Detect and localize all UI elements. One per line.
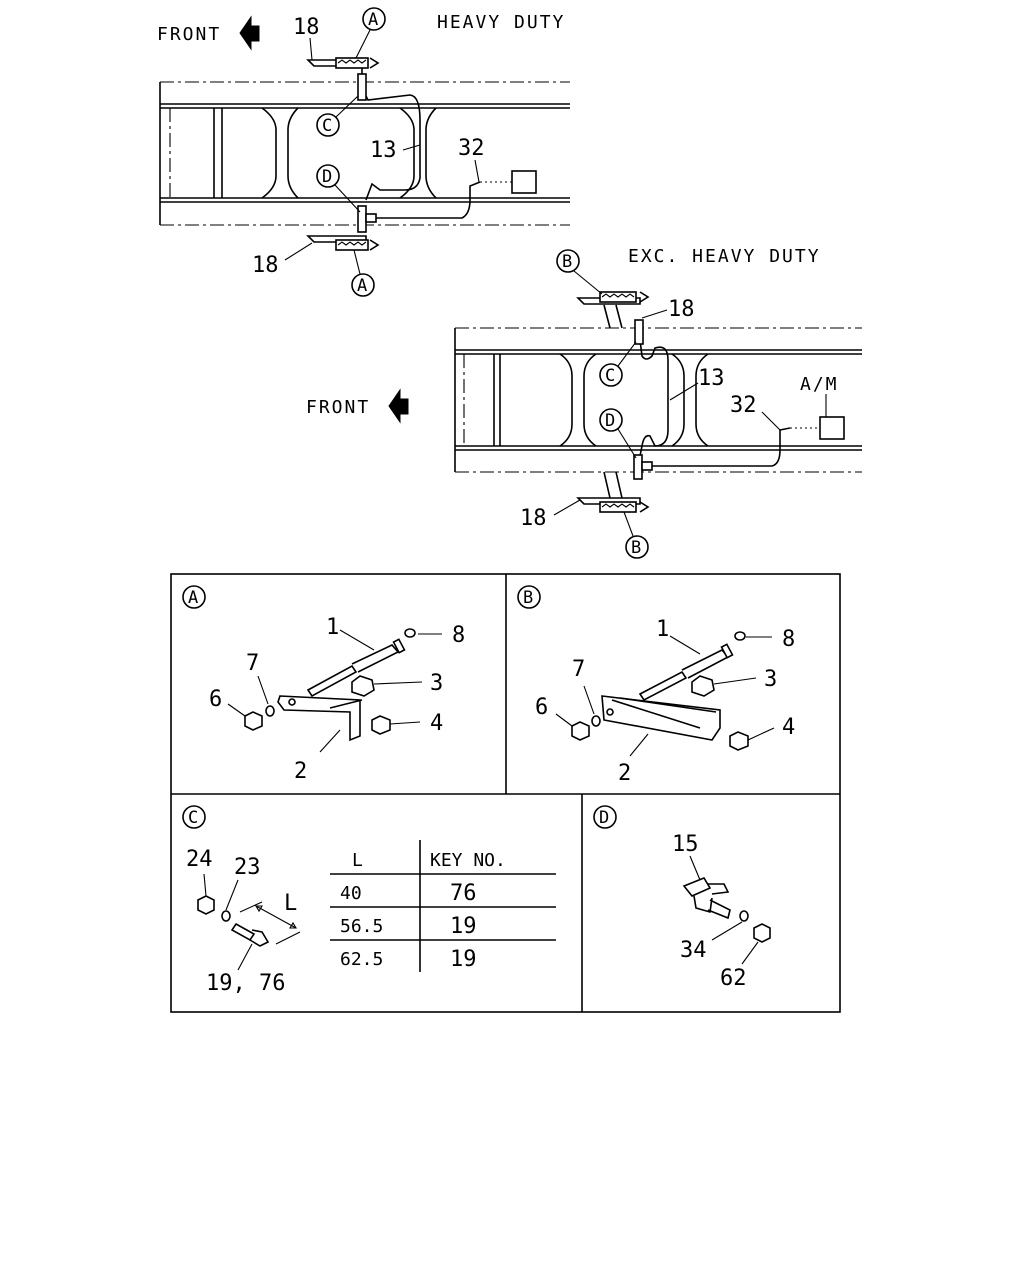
callout-a-bottom: A: [357, 276, 367, 296]
table-cell: 76: [450, 881, 477, 906]
detail-a-part-8: 8: [452, 623, 465, 648]
detail-a-part-7: 7: [246, 651, 259, 676]
part-18-bottom-label: 18: [252, 253, 279, 278]
table-cell: 56.5: [340, 916, 383, 937]
exc-heavy-duty-caption: EXC. HEAVY DUTY: [628, 246, 821, 267]
am-label: A/M: [800, 374, 839, 395]
detail-b-part-6: 6: [535, 695, 548, 720]
table-cell: 62.5: [340, 949, 383, 970]
callout-c-2: C: [605, 366, 615, 386]
callout-b-bottom: B: [631, 538, 641, 558]
callout-c: C: [322, 116, 332, 136]
detail-a-part-1: 1: [326, 615, 339, 640]
callout-d: D: [322, 167, 332, 187]
part-32-label-2: 32: [730, 393, 757, 418]
front-label: FRONT: [157, 24, 221, 45]
detail-b-marker: B: [523, 588, 533, 608]
callout-a-top: A: [368, 10, 378, 30]
table-header-l: L: [352, 850, 363, 871]
detail-b-part-8: 8: [782, 627, 795, 652]
detail-b-part-3: 3: [764, 667, 777, 692]
table-cell: 19: [450, 914, 477, 939]
detail-a-marker: A: [188, 588, 198, 608]
part-18-top-label-2: 18: [668, 297, 695, 322]
mount-brackets: [306, 57, 380, 251]
detail-b-part-4: 4: [782, 715, 795, 740]
callout-d-2: D: [605, 411, 615, 431]
sensor-box-2: [819, 416, 845, 440]
callout-b-top: B: [562, 252, 572, 272]
detail-a-part-3: 3: [430, 671, 443, 696]
detail-d-panel: D 15 34 62: [593, 805, 771, 991]
length-key-table: L KEY NO. 40 76 56.5 19 62.5 19: [330, 840, 556, 972]
frame-rails-2: [454, 327, 862, 473]
detail-c-marker: C: [188, 808, 198, 828]
part-13-label: 13: [370, 138, 397, 163]
heavy-duty-view: FRONT HEAVY DUTY: [157, 7, 570, 297]
mount-brackets-2: [576, 291, 650, 513]
detail-d-part-62: 62: [720, 966, 747, 991]
table-cell: 19: [450, 947, 477, 972]
detail-d-marker: D: [599, 808, 609, 828]
exc-heavy-duty-view: EXC. HEAVY DUTY FRONT: [306, 246, 862, 559]
front-label-2: FRONT: [306, 397, 370, 418]
table-cell: 40: [340, 883, 362, 904]
heavy-duty-caption: HEAVY DUTY: [437, 12, 565, 33]
detail-d-part-34: 34: [680, 938, 707, 963]
detail-b-panel: B 1 8 3 4 2 7 6: [517, 585, 795, 786]
front-arrow-icon: [239, 15, 260, 51]
detail-a-part-2: 2: [294, 759, 307, 784]
frame-rails: [159, 81, 570, 226]
detail-a-panel: A 1 8 3 4 2 7 6: [182, 585, 465, 784]
detail-b-part-7: 7: [572, 657, 585, 682]
brake-pipes: [357, 73, 537, 233]
detail-c-panel: C 24 23 L 19, 76 L KEY NO. 40 76 56.5 19…: [182, 805, 556, 996]
detail-a-part-4: 4: [430, 711, 443, 736]
part-32-label: 32: [458, 136, 485, 161]
part-13-label-2: 13: [698, 366, 725, 391]
brake-pipes-2: [633, 319, 845, 480]
detail-c-part-19-76: 19, 76: [206, 971, 285, 996]
detail-a-part-6: 6: [209, 687, 222, 712]
detail-c-dim-l: L: [284, 891, 297, 916]
detail-c-part-23: 23: [234, 855, 261, 880]
part-18-top-label: 18: [293, 15, 320, 40]
sensor-box: [511, 170, 537, 194]
part-18-bottom-label-2: 18: [520, 506, 547, 531]
front-arrow-icon: [388, 388, 409, 424]
detail-c-part-24: 24: [186, 847, 213, 872]
table-header-key-no: KEY NO.: [430, 850, 506, 871]
detail-grid: [170, 573, 841, 1013]
detail-d-part-15: 15: [672, 832, 699, 857]
detail-b-part-2: 2: [618, 761, 631, 786]
detail-b-part-1: 1: [656, 617, 669, 642]
